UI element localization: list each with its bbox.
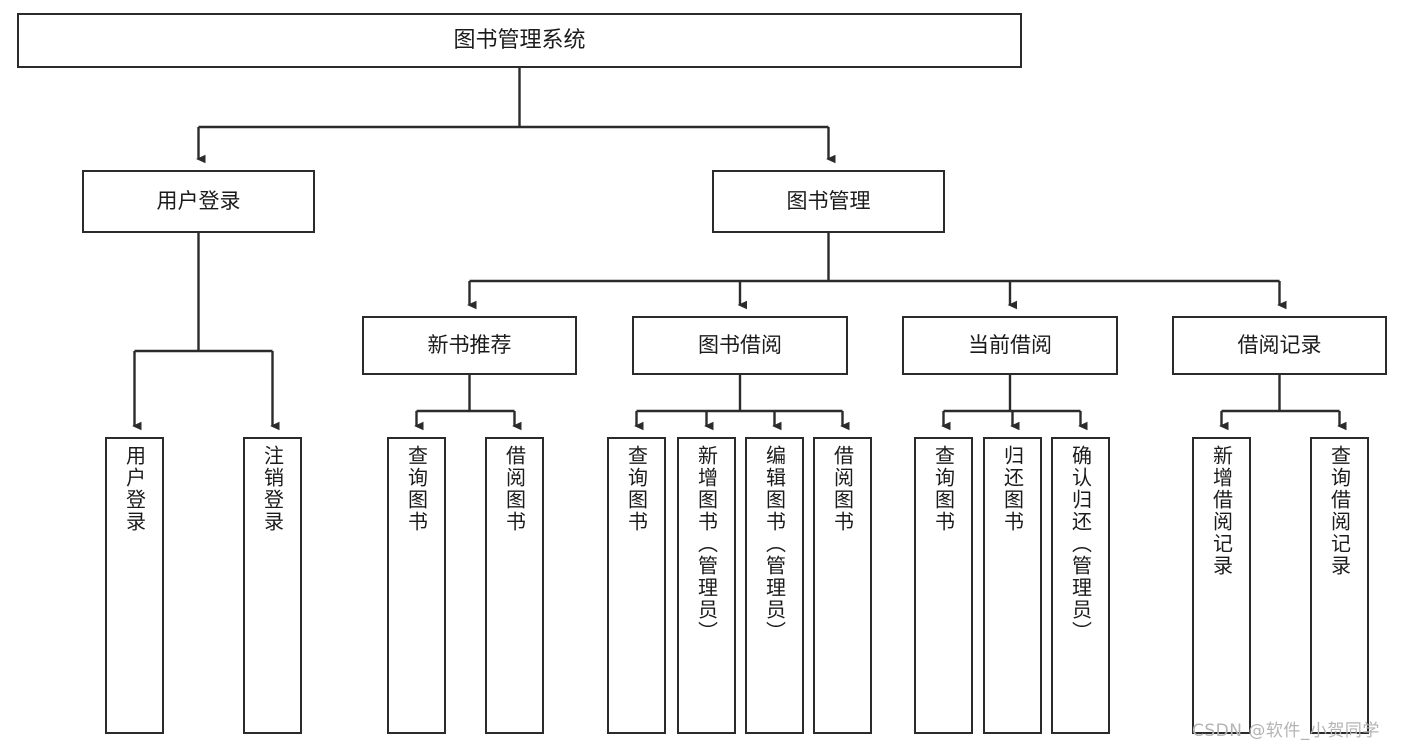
node-label: 图书借阅 xyxy=(698,333,782,358)
node-label: 新增图书（管理员） xyxy=(694,445,719,643)
node-label: 注销登录 xyxy=(260,445,285,533)
node-leaf-return-book[interactable]: 归还图书 xyxy=(983,437,1042,734)
node-book-borrow[interactable]: 图书借阅 xyxy=(632,316,848,375)
node-label: 查询图书 xyxy=(404,445,429,533)
node-label: 用户登录 xyxy=(156,189,241,214)
node-book-manage[interactable]: 图书管理 xyxy=(712,170,945,233)
node-label: 借阅记录 xyxy=(1237,333,1322,358)
node-label: 查询图书 xyxy=(931,445,956,533)
node-root[interactable]: 图书管理系统 xyxy=(17,13,1022,68)
node-label: 查询借阅记录 xyxy=(1327,445,1352,577)
node-label: 图书管理系统 xyxy=(453,27,586,53)
node-label: 新书推荐 xyxy=(427,333,512,358)
node-leaf-borrow-book-2[interactable]: 借阅图书 xyxy=(813,437,872,734)
node-label: 当前借阅 xyxy=(968,333,1052,358)
node-label: 查询图书 xyxy=(624,445,649,533)
node-label: 借阅图书 xyxy=(830,445,855,533)
node-label: 编辑图书（管理员） xyxy=(762,445,787,643)
node-leaf-logout[interactable]: 注销登录 xyxy=(243,437,302,734)
node-label: 图书管理 xyxy=(786,189,871,214)
node-borrow-record[interactable]: 借阅记录 xyxy=(1172,316,1387,375)
node-leaf-confirm-return-admin[interactable]: 确认归还（管理员） xyxy=(1051,437,1110,734)
node-leaf-query-book-3[interactable]: 查询图书 xyxy=(914,437,973,734)
node-new-book-recommend[interactable]: 新书推荐 xyxy=(362,316,577,375)
node-leaf-user-login[interactable]: 用户登录 xyxy=(105,437,164,734)
node-leaf-add-borrow-record[interactable]: 新增借阅记录 xyxy=(1192,437,1251,734)
node-label: 归还图书 xyxy=(1000,445,1025,533)
node-label: 用户登录 xyxy=(122,445,147,533)
node-label: 确认归还（管理员） xyxy=(1068,445,1093,643)
watermark-label: CSDN @软件_小贺同学 xyxy=(1192,721,1380,741)
node-leaf-query-book-2[interactable]: 查询图书 xyxy=(607,437,666,734)
node-label: 借阅图书 xyxy=(502,445,527,533)
node-leaf-edit-book-admin[interactable]: 编辑图书（管理员） xyxy=(745,437,804,734)
node-leaf-add-book-admin[interactable]: 新增图书（管理员） xyxy=(677,437,736,734)
node-leaf-borrow-book-1[interactable]: 借阅图书 xyxy=(485,437,544,734)
node-current-borrow[interactable]: 当前借阅 xyxy=(902,316,1118,375)
node-leaf-query-book-1[interactable]: 查询图书 xyxy=(387,437,446,734)
node-user-login[interactable]: 用户登录 xyxy=(82,170,315,233)
node-label: 新增借阅记录 xyxy=(1209,445,1234,577)
node-leaf-query-borrow-record[interactable]: 查询借阅记录 xyxy=(1310,437,1369,734)
